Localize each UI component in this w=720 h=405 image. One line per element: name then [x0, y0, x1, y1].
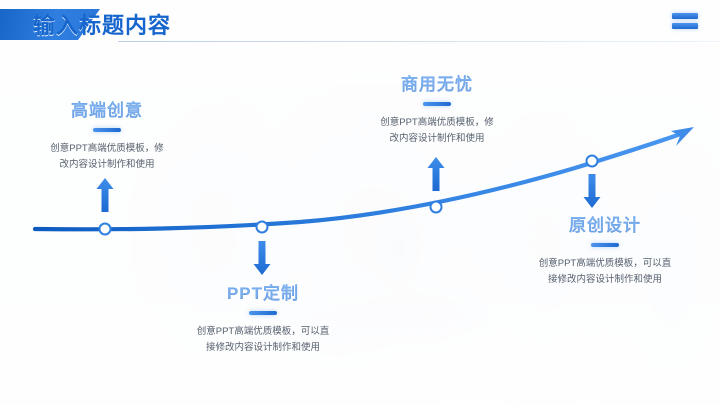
hamburger-bar-2 — [672, 23, 698, 29]
milestone-block-1: 高端创意 创意PPT高端优质模板，修 改内容设计制作和使用 — [12, 96, 202, 172]
hamburger-icon[interactable] — [672, 13, 698, 33]
arrow-down-icon-4 — [583, 174, 601, 208]
milestone-desc-2: 创意PPT高端优质模板，可以直 接修改内容设计制作和使用 — [196, 326, 330, 353]
hamburger-bar-1 — [672, 13, 698, 19]
page-header: 输入标题内容 — [0, 0, 720, 50]
page-title: 输入标题内容 — [33, 13, 172, 38]
milestone-node-1[interactable] — [98, 222, 112, 236]
arrow-up-icon-1 — [96, 178, 114, 212]
milestone-node-4[interactable] — [585, 154, 599, 168]
header-divider — [118, 41, 720, 42]
milestone-node-2[interactable] — [255, 220, 269, 234]
milestone-block-4: 原创设计 创意PPT高端优质模板，可以直 接修改内容设计制作和使用 — [500, 211, 710, 287]
arrow-up-icon-3 — [427, 157, 445, 191]
milestone-desc-3: 创意PPT高端优质模板，修 改内容设计制作和使用 — [380, 117, 494, 144]
milestone-title-4: 原创设计 — [500, 211, 710, 236]
milestone-desc-4: 创意PPT高端优质模板，可以直 接修改内容设计制作和使用 — [538, 258, 672, 285]
curve-arrowhead-icon — [671, 127, 694, 146]
curve-path — [32, 129, 689, 232]
milestone-block-3: 商用无忧 创意PPT高端优质模板，修 改内容设计制作和使用 — [342, 70, 532, 146]
milestone-underline-4 — [591, 243, 619, 247]
milestone-node-3[interactable] — [429, 200, 443, 214]
milestone-underline-2 — [249, 311, 277, 315]
milestone-underline-1 — [93, 128, 121, 132]
milestone-block-2: PPT定制 创意PPT高端优质模板，可以直 接修改内容设计制作和使用 — [168, 279, 358, 355]
milestone-underline-3 — [423, 102, 451, 106]
milestone-title-1: 高端创意 — [12, 96, 202, 121]
milestone-title-2: PPT定制 — [168, 279, 358, 304]
milestone-title-3: 商用无忧 — [342, 70, 532, 95]
milestone-desc-1: 创意PPT高端优质模板，修 改内容设计制作和使用 — [50, 143, 164, 170]
arrow-down-icon-2 — [253, 241, 271, 275]
